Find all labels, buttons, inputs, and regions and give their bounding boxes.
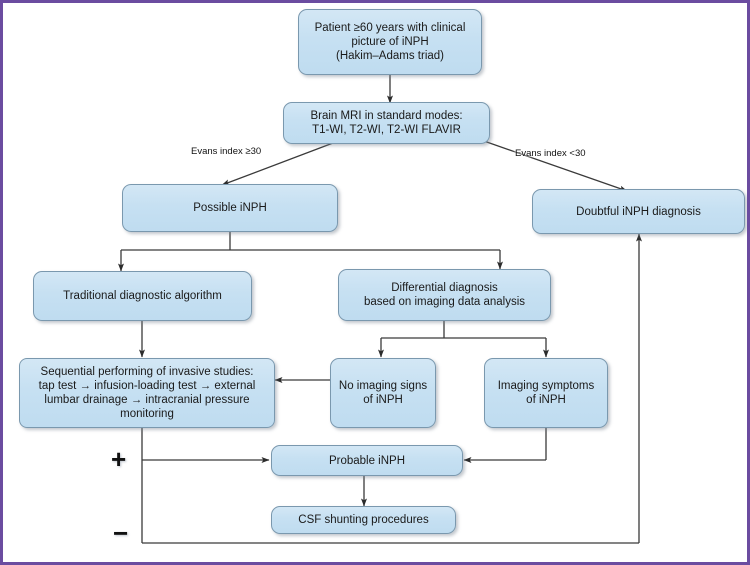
node-patient[interactable]: Patient ≥60 years with clinical picture … xyxy=(298,9,482,75)
node-probable-inph[interactable]: Probable iNPH xyxy=(271,445,463,476)
outcome-sign-negative: − xyxy=(113,518,129,548)
node-no-imaging-signs[interactable]: No imaging signs of iNPH xyxy=(330,358,436,428)
node-traditional-algorithm[interactable]: Traditional diagnostic algorithm xyxy=(33,271,252,321)
edge-label-evans-low: Evans index <30 xyxy=(515,148,586,159)
node-possible-inph[interactable]: Possible iNPH xyxy=(122,184,338,232)
node-invasive-studies[interactable]: Sequential performing of invasive studie… xyxy=(19,358,275,428)
edge-label-evans-high: Evans index ≥30 xyxy=(191,146,262,157)
flowchart-edges xyxy=(118,75,642,544)
node-csf-shunting[interactable]: CSF shunting procedures xyxy=(271,506,456,534)
node-differential-diagnosis[interactable]: Differential diagnosis based on imaging … xyxy=(338,269,551,321)
edge-mri-to-possible xyxy=(221,142,334,186)
node-doubtful-inph[interactable]: Doubtful iNPH diagnosis xyxy=(532,189,745,234)
outcome-sign-positive: + xyxy=(111,444,127,474)
node-imaging-symptoms[interactable]: Imaging symptoms of iNPH xyxy=(484,358,608,428)
node-brain-mri[interactable]: Brain MRI in standard modes: T1-WI, T2-W… xyxy=(283,102,490,144)
edge-mri-to-doubtful xyxy=(480,139,628,192)
